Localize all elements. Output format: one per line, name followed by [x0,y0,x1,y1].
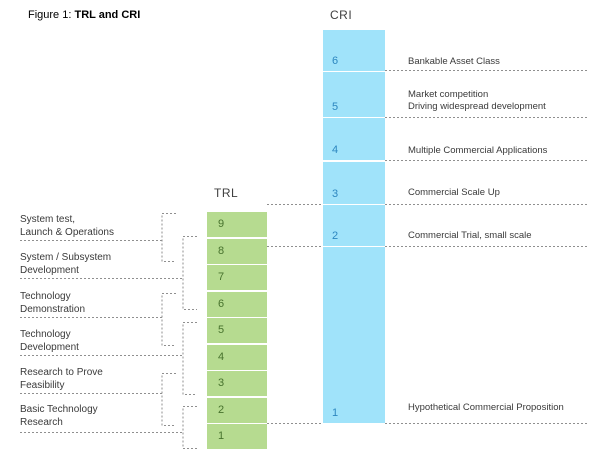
trl-group-line: System test, [20,214,76,225]
trl-row-3: 3 [207,371,267,396]
cri-level-number: 6 [332,54,339,67]
cri-label-5: Market competition Driving widespread de… [408,89,546,113]
cri-label-2: Commercial Trial, small scale [408,230,532,242]
trl-group-label-6: Basic Technology Research [20,403,98,429]
cri-section-1: 1 [323,247,385,423]
trl-group-line: Technology [20,291,71,302]
cri-label-3: Commercial Scale Up [408,187,500,199]
trl-group-line: Technology [20,329,71,340]
trl-group-line: Research [20,417,63,428]
trl-row-5: 5 [207,318,267,343]
trl-row-7: 7 [207,265,267,290]
trl-group-label-4: Technology Development [20,328,79,354]
cri-label-line: Driving widespread development [408,101,546,112]
figure-title: Figure 1: TRL and CRI [28,9,140,21]
cri-label-6: Bankable Asset Class [408,56,500,68]
trl-group-label-3: Technology Demonstration [20,290,85,316]
trl-group-line: Feasibility [20,380,65,391]
cri-section-2: 2 [323,205,385,246]
trl-row-9: 9 [207,212,267,237]
cri-label-line: Commercial Trial, small scale [408,230,532,241]
cri-label-1: Hypothetical Commercial Proposition [408,402,564,414]
trl-group-label-5: Research to Prove Feasibility [20,366,103,392]
cri-label-line: Bankable Asset Class [408,56,500,67]
trl-group-label-2: System / Subsystem Development [20,251,111,277]
trl-header: TRL [214,186,239,200]
trl-bracket-1 [161,213,176,262]
cri-level-number: 3 [332,187,339,200]
trl-group-line: Development [20,342,79,353]
trl-bracket-4 [182,322,197,395]
trl-group-label-1: System test, Launch & Operations [20,213,114,239]
trl-level-number: 9 [218,218,225,230]
cri-section-5: 5 [323,72,385,117]
cri-level-number: 5 [332,100,339,113]
trl-row-4: 4 [207,344,267,370]
trl-group-line: Demonstration [20,304,86,315]
trl-level-number: 8 [218,244,225,257]
cri-label-line: Multiple Commercial Applications [408,145,548,156]
cri-header: CRI [330,8,353,22]
trl-group-line: Launch & Operations [20,227,114,238]
trl-level-number: 5 [218,324,225,336]
cri-label-line: Hypothetical Commercial Proposition [408,402,564,413]
cri-label-line: Market competition [408,89,489,100]
cri-label-4: Multiple Commercial Applications [408,145,547,157]
cri-label-line: Commercial Scale Up [408,187,500,198]
trl-row-1: 1 [207,424,267,449]
cri-level-number: 2 [332,229,339,242]
trl-level-number: 4 [218,350,225,363]
trl-level-number: 6 [218,297,225,310]
cri-section-3: 3 [323,161,385,204]
trl-bracket-3 [161,293,176,346]
trl-bracket-2 [182,236,197,310]
figure-title-prefix: Figure 1: [28,9,72,21]
trl-bracket-6 [182,406,197,449]
trl-level-number: 1 [218,430,225,442]
trl-group-line: Research to Prove [20,367,103,378]
trl-level-number: 2 [218,403,225,416]
trl-row-8: 8 [207,238,267,264]
trl-row-2: 2 [207,397,267,423]
trl-group-line: Basic Technology [20,404,98,415]
trl-level-number: 7 [218,271,225,283]
trl-bar: 9 8 7 6 5 4 3 2 1 [207,212,267,449]
trl-level-number: 3 [218,377,225,389]
figure-title-emphasis: TRL and CRI [74,9,141,21]
trl-row-6: 6 [207,291,267,317]
trl-group-line: Development [20,265,79,276]
cri-level-number: 1 [332,407,339,419]
cri-section-4: 4 [323,118,385,160]
cri-section-6: 6 [323,30,385,71]
cri-level-number: 4 [332,143,339,156]
trl-bracket-5 [161,373,176,426]
trl-group-line: System / Subsystem [20,252,112,263]
